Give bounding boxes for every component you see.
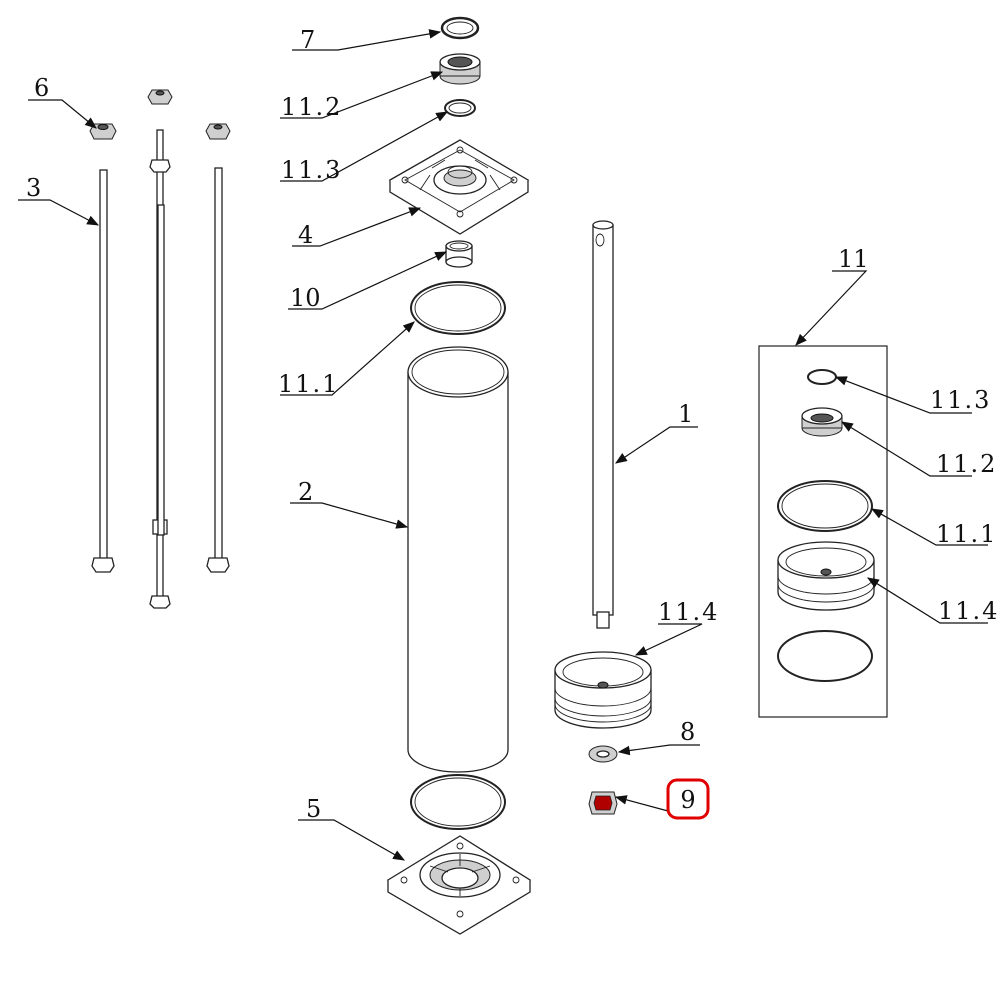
- label-8: 8: [680, 718, 695, 746]
- cylinder-barrel: [407, 346, 509, 773]
- tie-rod-middle-front: [149, 159, 171, 536]
- label-11-3-top: 11.3: [281, 156, 342, 184]
- nut-right: [205, 123, 231, 140]
- label-11-4-center: 11.4: [658, 598, 719, 626]
- o-ring-large-top: [410, 281, 506, 335]
- label-6: 6: [34, 74, 49, 102]
- highlighted-part-9[interactable]: 9: [666, 778, 710, 820]
- circlip: [440, 16, 480, 40]
- label-1: 1: [678, 400, 693, 428]
- part-labels: 7 11.2 11.3 4 10 11.1 2 5 6 3 1 11.4 8 9…: [26, 26, 999, 823]
- label-kit-11-1: 11.1: [936, 520, 997, 548]
- label-5: 5: [306, 795, 321, 823]
- label-3: 3: [26, 174, 41, 202]
- nut-middle: [147, 89, 173, 105]
- o-ring-large-bottom: [410, 774, 506, 830]
- label-kit-11-4: 11.4: [938, 597, 999, 625]
- label-11: 11: [838, 245, 869, 273]
- label-11-1-top: 11.1: [278, 370, 339, 398]
- label-10: 10: [290, 284, 321, 312]
- bottom-end-cap: [386, 835, 532, 935]
- label-11-2-top: 11.2: [281, 93, 342, 121]
- label-9: 9: [680, 786, 695, 814]
- highlight-box: [666, 778, 710, 820]
- piston-rod: [592, 220, 614, 629]
- kit-o-ring-small: [807, 369, 837, 385]
- washer: [588, 745, 618, 763]
- label-kit-11-2: 11.2: [936, 450, 997, 478]
- leader-lines: [18, 29, 988, 861]
- guide-bushing: [445, 240, 473, 268]
- tie-rod-left: [91, 169, 115, 573]
- piston-nut: [588, 791, 618, 815]
- label-7: 7: [300, 26, 315, 54]
- seal-kit-box: [758, 345, 888, 718]
- piston: [554, 651, 652, 729]
- kit-o-ring-bottom: [777, 630, 873, 682]
- tie-rod-right: [206, 167, 230, 573]
- top-end-cap: [388, 139, 530, 235]
- kit-piston: [777, 541, 875, 611]
- label-2: 2: [298, 478, 313, 506]
- label-kit-11-3: 11.3: [930, 386, 991, 414]
- kit-rod-seal: [801, 407, 843, 437]
- kit-o-ring-large: [777, 480, 873, 532]
- o-ring-small-top: [444, 99, 476, 117]
- rod-seal-top: [439, 53, 481, 85]
- label-4: 4: [298, 221, 313, 249]
